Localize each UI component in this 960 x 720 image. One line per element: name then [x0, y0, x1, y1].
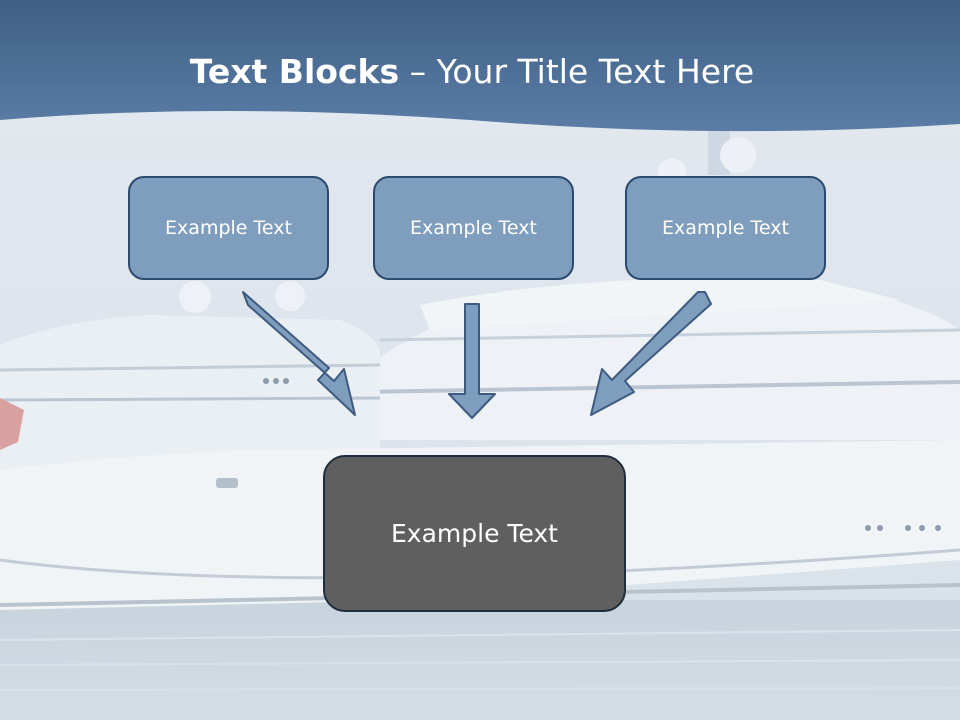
text-block-2-label: Example Text [410, 217, 537, 239]
text-block-3[interactable]: Example Text [625, 176, 826, 280]
title-bold-part: Text Blocks [189, 52, 400, 91]
target-text-block[interactable]: Example Text [323, 455, 626, 612]
text-block-3-label: Example Text [662, 217, 789, 239]
text-block-1[interactable]: Example Text [128, 176, 329, 280]
text-block-1-label: Example Text [165, 217, 292, 239]
text-block-2[interactable]: Example Text [373, 176, 574, 280]
title-rest: Your Title Text Here [436, 52, 755, 91]
page-title: Text Blocks – Your Title Text Here [0, 52, 944, 91]
arrow-right [590, 291, 712, 416]
arrow-center [448, 303, 496, 419]
target-text-block-label: Example Text [391, 519, 558, 548]
title-dash: – [399, 52, 437, 91]
arrow-left [242, 291, 356, 416]
header-band [0, 0, 960, 132]
